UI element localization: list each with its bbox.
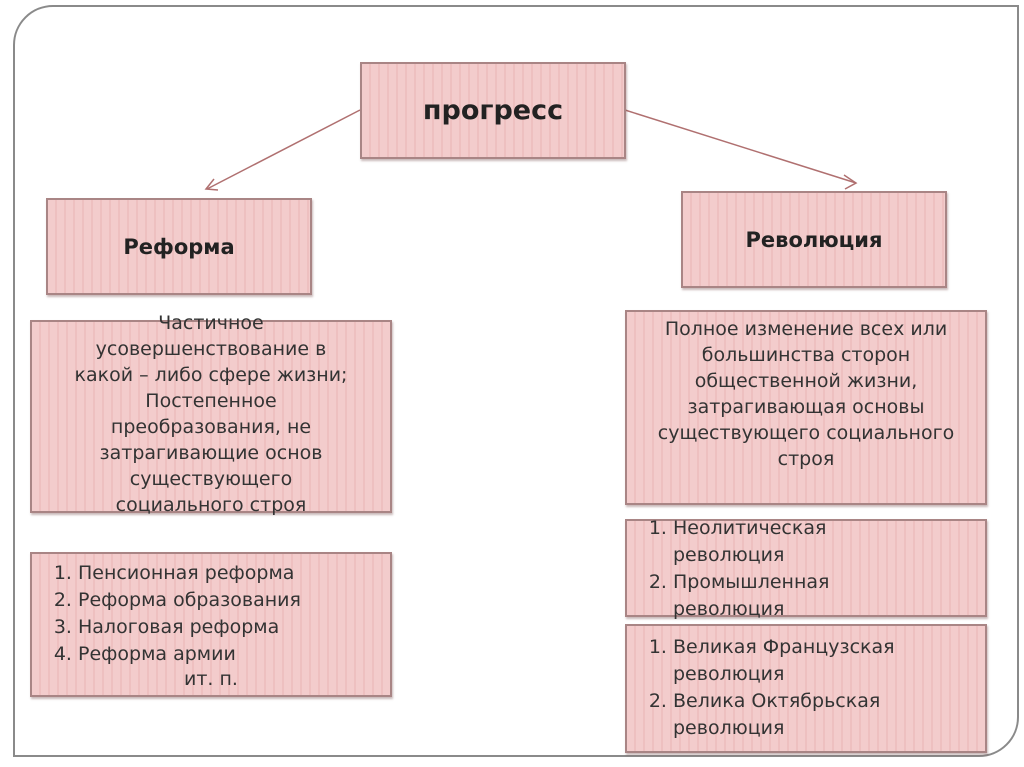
progress-box: прогресс (360, 62, 626, 159)
reform-examples-list: Пенсионная реформа Реформа образования Н… (32, 560, 390, 668)
list-item: Промышленная революция (673, 569, 863, 623)
revolution-examples-a-list: Неолитическая революция Промышленная рев… (627, 515, 985, 623)
list-item: Пенсионная реформа (78, 560, 390, 587)
reform-examples-box: Пенсионная реформа Реформа образования Н… (30, 552, 392, 697)
arrow-head-revolution (843, 174, 858, 190)
revolution-examples-a-box: Неолитическая революция Промышленная рев… (625, 517, 987, 620)
reform-description-box: Частичное усовершенствование в какой – л… (30, 312, 392, 516)
slide-frame (13, 5, 1019, 757)
revolution-description-box: Полное изменение всех или большинства ст… (625, 310, 987, 505)
list-item: Реформа армии (78, 641, 390, 668)
arrow-to-revolution (624, 109, 857, 184)
reform-description: Частичное усовершенствование в какой – л… (74, 312, 348, 516)
revolution-description: Полное изменение всех или большинства ст… (657, 318, 955, 470)
revolution-box: Революция (681, 191, 947, 288)
reform-title: Реформа (123, 234, 235, 259)
reform-box: Реформа (46, 198, 312, 295)
revolution-examples-b-list: Великая Французская революция Велика Окт… (627, 634, 985, 742)
examples-etc: ит. п. (184, 668, 238, 690)
revolution-examples-b-box: Великая Французская революция Велика Окт… (625, 624, 987, 753)
list-item: Неолитическая революция (673, 515, 863, 569)
arrow-to-reform (206, 109, 361, 190)
arrow-head-reform (204, 178, 219, 191)
list-item: Великая Французская революция (673, 634, 963, 688)
list-item: Налоговая реформа (78, 614, 390, 641)
list-item: Реформа образования (78, 587, 390, 614)
revolution-title: Революция (745, 227, 883, 252)
list-item: Велика Октябрьская революция (673, 688, 943, 742)
progress-title: прогресс (422, 95, 564, 126)
